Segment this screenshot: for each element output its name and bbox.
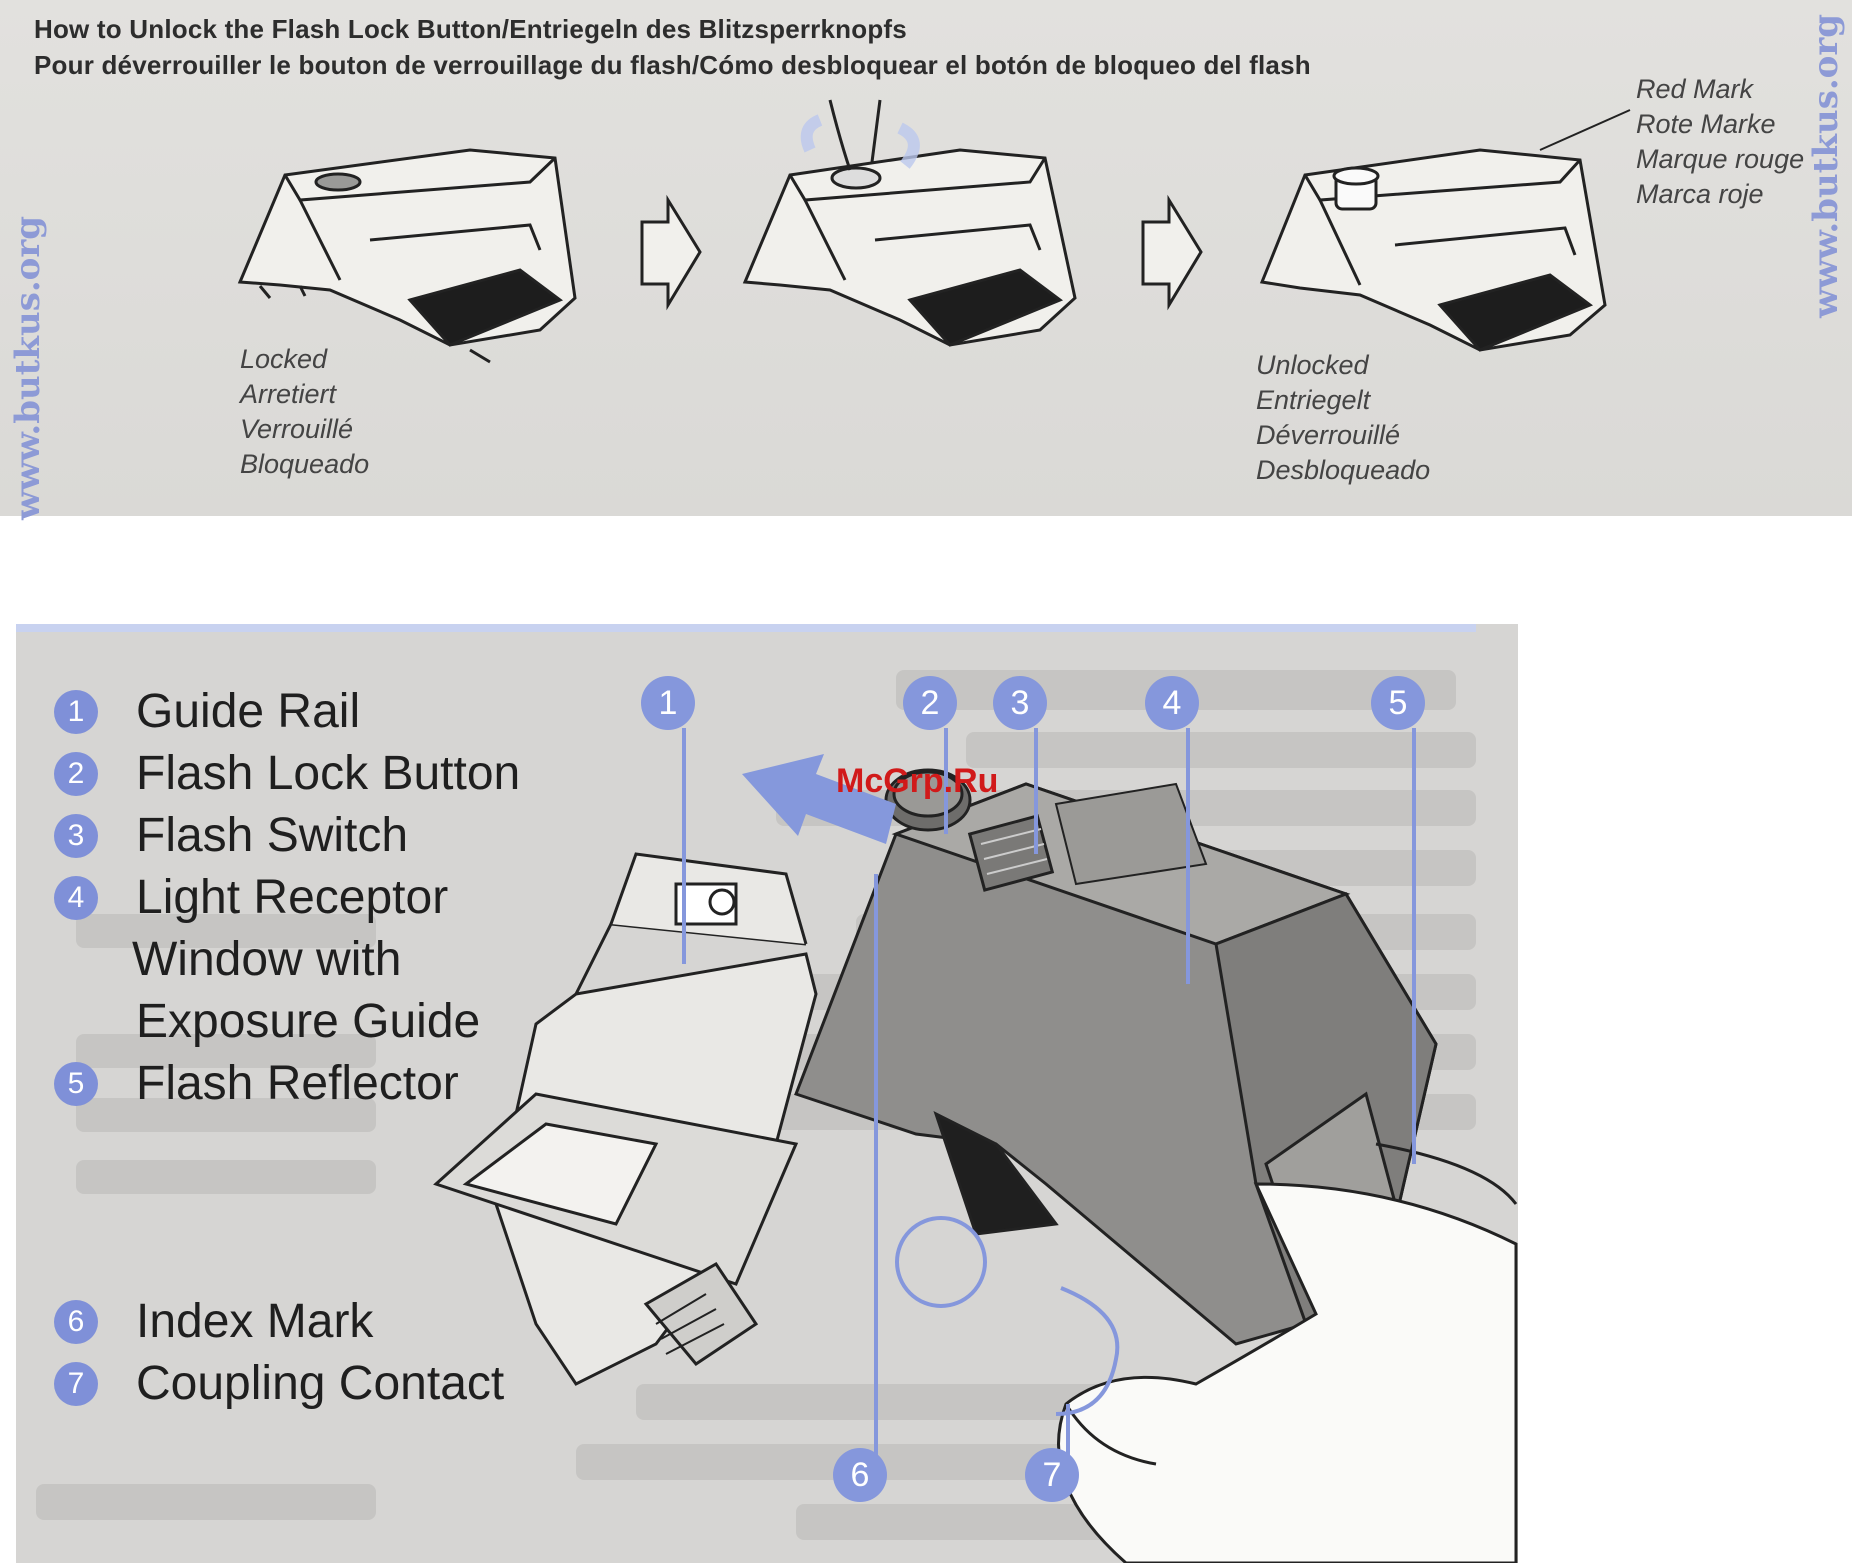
instructions-title-line-1: How to Unlock the Flash Lock Button/Entr…	[34, 14, 907, 44]
flash-unit-unlocked	[1259, 109, 1631, 352]
flash-unit-locked	[237, 148, 577, 364]
unlocked-es: Desbloqueado	[1256, 455, 1431, 485]
red-mark-fr: Marque rouge	[1636, 144, 1805, 174]
legend-number-badge: 3	[54, 814, 98, 858]
legend-number-badge: 4	[54, 876, 98, 920]
red-mark-es: Marca roje	[1636, 179, 1764, 209]
callout-guide-rail: 1	[641, 676, 695, 730]
unlock-sequence-diagram	[237, 99, 1631, 364]
legend-label: Guide Rail	[136, 685, 361, 738]
watermark-left: www.butkus.org	[8, 215, 48, 520]
arrow-right-icon	[640, 194, 702, 311]
camera-body	[433, 852, 818, 1386]
legend-label: Exposure Guide	[136, 995, 481, 1048]
locked-de: Arretiert	[240, 379, 337, 409]
red-mark-label: Red Mark Rote Marke Marque rouge Marca r…	[1636, 72, 1804, 212]
legend-label: Flash Lock Button	[136, 747, 521, 800]
callout-flash-lock-button: 2	[903, 676, 957, 730]
legend-number-badge: 6	[54, 1300, 98, 1344]
legend-number-badge: 5	[54, 1062, 98, 1106]
instructions-title-line-2: Pour déverrouiller le bouton de verrouil…	[34, 50, 1311, 80]
flash-parts-panel: 1 Guide Rail 2 Flash Lock Button 3 Flash…	[16, 624, 1518, 1563]
callout-coupling-contact: 7	[1025, 1448, 1079, 1502]
locked-label: Locked Arretiert Verrouillé Bloqueado	[240, 342, 369, 482]
panel-top-edge	[16, 624, 1476, 632]
legend-label: Coupling Contact	[136, 1357, 505, 1410]
legend-label: Flash Reflector	[136, 1057, 459, 1110]
legend-label: Index Mark	[136, 1295, 374, 1348]
callout-flash-switch: 3	[993, 676, 1047, 730]
legend-number-badge: 1	[54, 690, 98, 734]
slide-direction-arrow	[742, 754, 896, 844]
red-mark-de: Rote Marke	[1636, 109, 1776, 139]
locked-fr: Verrouillé	[240, 414, 354, 444]
callout-lines	[682, 728, 1416, 1464]
callout-light-receptor: 4	[1145, 676, 1199, 730]
unlocked-de: Entriegelt	[1256, 385, 1371, 415]
unlocked-fr: Déverrouillé	[1256, 420, 1401, 450]
legend-label: Flash Switch	[136, 809, 409, 862]
mcgrp-watermark: McGrp.Ru	[836, 762, 999, 800]
legend-label: Light Receptor	[136, 871, 449, 924]
unlock-instructions-panel: How to Unlock the Flash Lock Button/Entr…	[0, 0, 1852, 520]
rotate-arrow-icon	[800, 114, 920, 169]
camera-flash-illustration	[433, 728, 1518, 1563]
locked-en: Locked	[240, 344, 328, 374]
legend-number-badge: 2	[54, 752, 98, 796]
unlocked-label: Unlocked Entriegelt Déverrouillé Desbloq…	[1256, 348, 1430, 488]
legend-number-badge: 7	[54, 1362, 98, 1406]
locked-es: Bloqueado	[240, 449, 370, 479]
callout-index-mark: 6	[833, 1448, 887, 1502]
legend-label: Window with	[132, 933, 402, 986]
callout-flash-reflector: 5	[1371, 676, 1425, 730]
watermark-right: www.butkus.org	[1806, 13, 1846, 318]
arrow-right-icon	[1141, 194, 1203, 311]
red-mark-en: Red Mark	[1636, 74, 1754, 104]
unlocked-en: Unlocked	[1256, 350, 1369, 380]
